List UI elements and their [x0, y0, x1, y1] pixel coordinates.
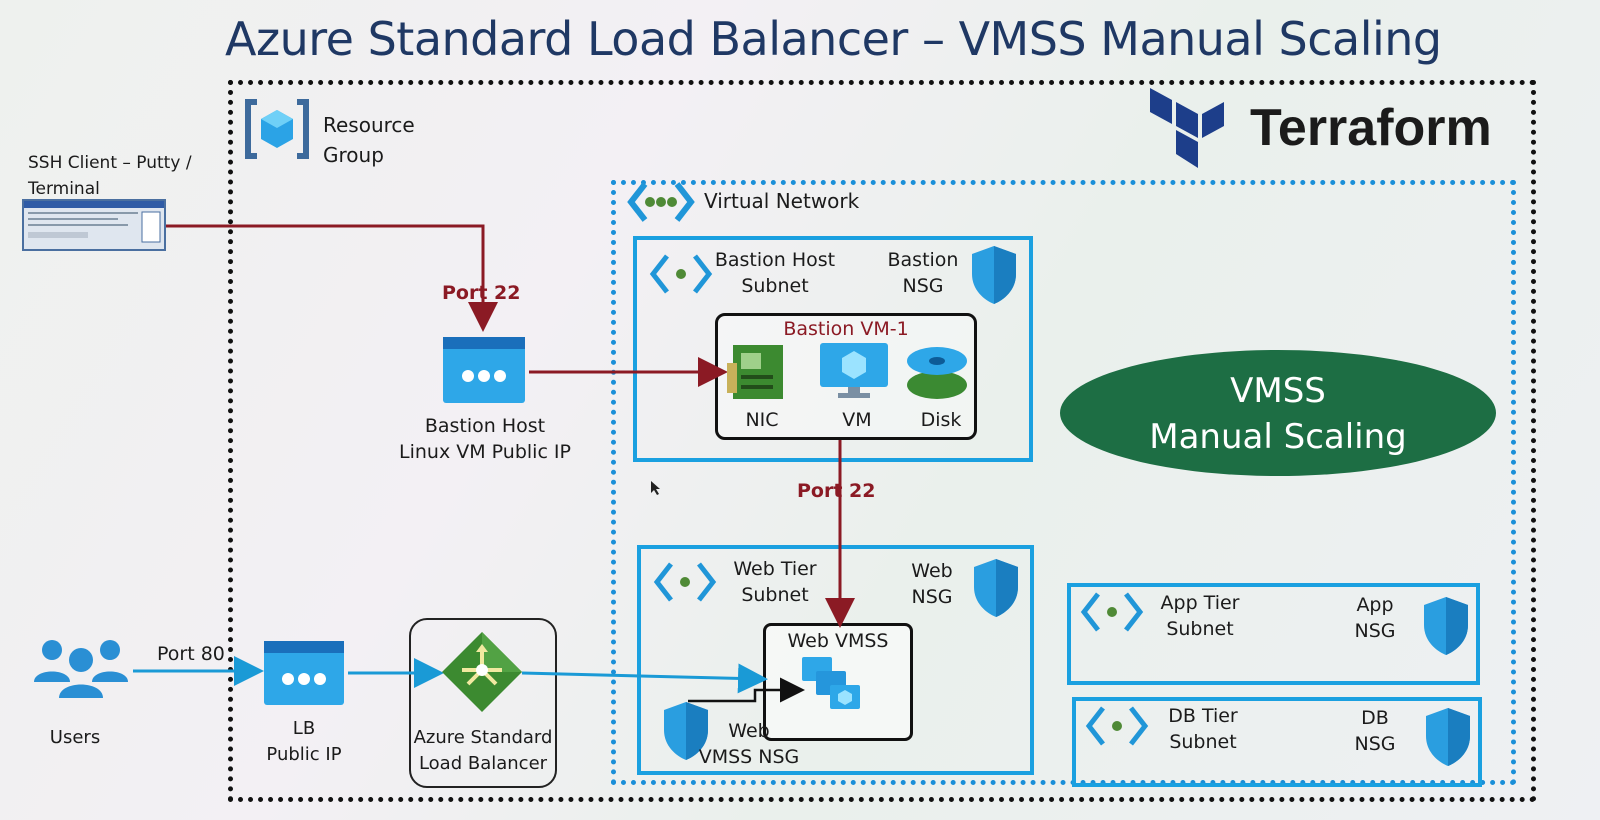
resource-group-line2: Group: [323, 143, 384, 167]
web-vmss-nsg-label: Web VMSS NSG: [694, 718, 804, 770]
nsg-shield-icon: [1426, 708, 1470, 766]
app-tier-subnet: [1067, 583, 1480, 685]
resource-group-boundary: [228, 80, 1536, 802]
bastion-nsg-label: Bastion NSG: [880, 247, 966, 299]
nsg-shield-icon: [1424, 597, 1468, 655]
virtual-network-label: Virtual Network: [704, 189, 860, 213]
bastion-host-subnet: [633, 236, 1033, 462]
db-subnet-label: DB Tier Subnet: [1155, 703, 1251, 755]
port-22-ssh-label: Port 22: [442, 282, 521, 304]
web-subnet-line1: Web Tier: [733, 558, 817, 580]
bastion-public-ip-label: Bastion Host Linux VM Public IP: [392, 413, 578, 465]
app-nsg-line1: App: [1356, 594, 1394, 616]
db-nsg-line1: DB: [1361, 707, 1389, 729]
db-subnet-line2: Subnet: [1169, 731, 1237, 753]
vmss-badge-line1: VMSS: [1230, 371, 1326, 411]
port-22-web-label: Port 22: [797, 480, 876, 502]
port-80-label: Port 80: [157, 643, 225, 665]
web-nsg-line1: Web: [911, 560, 953, 582]
lb-ip-line2: Public IP: [266, 744, 342, 765]
resource-group-label: Resource Group: [323, 110, 415, 170]
vmss-icon: [802, 657, 860, 709]
web-vmss-nsg-line1: Web: [728, 720, 770, 742]
ssh-client-line1: SSH Client – Putty /: [28, 153, 192, 173]
nic-label: NIC: [745, 409, 779, 431]
lb-to-webvmss-connector: [521, 663, 768, 694]
lb-public-ip-icon: [264, 641, 344, 705]
ssh-connector: [166, 224, 498, 332]
web-vmss-title: Web VMSS: [787, 630, 889, 652]
subnet-icon: [1085, 706, 1149, 746]
web-tier-subnet: [637, 545, 1034, 775]
web-nsg-label: Web NSG: [902, 558, 962, 610]
bastion-nsg-line1: Bastion: [887, 249, 959, 271]
subnet-icon: [653, 562, 717, 602]
vmss-nsg-connector: [688, 677, 805, 703]
web-subnet-line2: Subnet: [741, 584, 809, 606]
page-title: Azure Standard Load Balancer – VMSS Manu…: [225, 12, 1442, 66]
terraform-logo-icon: [1150, 88, 1224, 168]
subnet-icon: [649, 254, 713, 294]
bastion-vm-title: Bastion VM-1: [783, 318, 909, 340]
bastion-ip-line1: Bastion Host: [424, 415, 546, 437]
disk-icon: [907, 347, 967, 399]
nsg-shield-icon: [664, 702, 708, 760]
nic-icon: [727, 345, 783, 399]
disk-label: Disk: [920, 409, 962, 431]
bastion-subnet-line2: Subnet: [741, 275, 809, 297]
vmss-manual-scaling-badge: [1060, 350, 1496, 476]
app-subnet-line2: Subnet: [1166, 618, 1234, 640]
resource-group-line1: Resource: [323, 113, 415, 137]
vm-label: VM: [842, 409, 872, 431]
vmss-badge-line2: Manual Scaling: [1149, 417, 1407, 457]
lb-ip-line1: LB: [292, 718, 316, 739]
ssh-client-label: SSH Client – Putty / Terminal: [28, 150, 192, 202]
load-balancer-line2: Load Balancer: [418, 753, 548, 774]
bastion-subnet-line1: Bastion Host: [714, 249, 836, 271]
ssh-client-line2: Terminal: [28, 179, 100, 199]
app-subnet-label: App Tier Subnet: [1150, 590, 1250, 642]
app-nsg-label: App NSG: [1345, 592, 1405, 644]
app-nsg-line2: NSG: [1354, 620, 1396, 642]
resource-group-icon: [245, 99, 309, 159]
virtual-network-boundary: [611, 180, 1516, 785]
web-subnet-label: Web Tier Subnet: [720, 556, 830, 608]
db-nsg-label: DB NSG: [1345, 705, 1405, 757]
load-balancer-label: Azure Standard Load Balancer: [409, 725, 557, 777]
bastion-ip-line2: Linux VM Public IP: [399, 441, 571, 463]
db-nsg-line2: NSG: [1354, 733, 1396, 755]
nsg-shield-icon: [972, 246, 1016, 304]
mouse-pointer-icon: [651, 481, 660, 495]
web-nsg-line2: NSG: [911, 586, 953, 608]
putty-window-icon: [22, 199, 166, 251]
lb-public-ip-label: LB Public IP: [254, 716, 354, 768]
app-subnet-line1: App Tier: [1160, 592, 1240, 614]
vmss-manual-scaling-label: VMSS Manual Scaling: [1060, 368, 1496, 460]
load-balancer-icon: [442, 632, 522, 712]
nsg-shield-icon: [974, 559, 1018, 617]
users-icon: [34, 640, 128, 698]
vm-icon: [820, 343, 888, 398]
virtual-network-icon: [627, 182, 695, 222]
users-label: Users: [49, 727, 101, 748]
subnet-icon: [1080, 592, 1144, 632]
db-tier-subnet: [1072, 697, 1482, 787]
terraform-wordmark: Terraform: [1250, 99, 1492, 157]
public-ip-icon: [443, 337, 525, 403]
db-subnet-line1: DB Tier: [1168, 705, 1238, 727]
bastion-nsg-line2: NSG: [902, 275, 944, 297]
load-balancer-line1: Azure Standard: [413, 727, 553, 748]
load-balancer-box: [409, 618, 557, 788]
web-vmss-nsg-line2: VMSS NSG: [698, 746, 800, 768]
bastion-subnet-label: Bastion Host Subnet: [710, 247, 840, 299]
